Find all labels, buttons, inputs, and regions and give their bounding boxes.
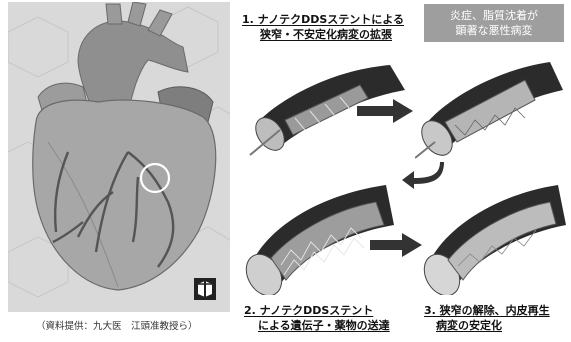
step-1-line-2: 狭窄・不安定化病変の拡張 — [242, 27, 404, 42]
step-3-line-2: 病変の安定化 — [424, 318, 550, 333]
heart-illustration-panel — [8, 2, 230, 312]
step-1-line-1: 1. ナノテクDDSステントによる — [242, 12, 404, 27]
step-1-title: 1. ナノテクDDSステントによる 狭窄・不安定化病変の拡張 — [242, 12, 404, 42]
step-2-line-2: による遺伝子・薬物の送達 — [244, 318, 390, 333]
callout-line-1: 炎症、脂質沈着が — [424, 8, 564, 23]
credit-caption: （資料提供：九大医 江頭准教授ら） — [36, 318, 198, 332]
arrow-right-icon-bottom — [368, 232, 424, 258]
callout-line-2: 顕著な悪性病変 — [424, 23, 564, 38]
heart-illustration — [8, 2, 230, 312]
step-2-title: 2. ナノテクDDSステント による遺伝子・薬物の送達 — [244, 303, 390, 333]
step-3-line-1: 3. 狭窄の解除、内皮再生 — [424, 303, 550, 318]
arrow-right-icon-top — [355, 98, 415, 124]
step-3-title: 3. 狭窄の解除、内皮再生 病変の安定化 — [424, 303, 550, 333]
step-2-line-1: 2. ナノテクDDSステント — [244, 303, 390, 318]
vessel-image-step-1b — [415, 50, 565, 160]
callout-box: 炎症、脂質沈着が 顕著な悪性病変 — [424, 4, 564, 42]
vessel-image-step-3 — [418, 180, 568, 295]
cube-logo-icon — [192, 276, 218, 302]
